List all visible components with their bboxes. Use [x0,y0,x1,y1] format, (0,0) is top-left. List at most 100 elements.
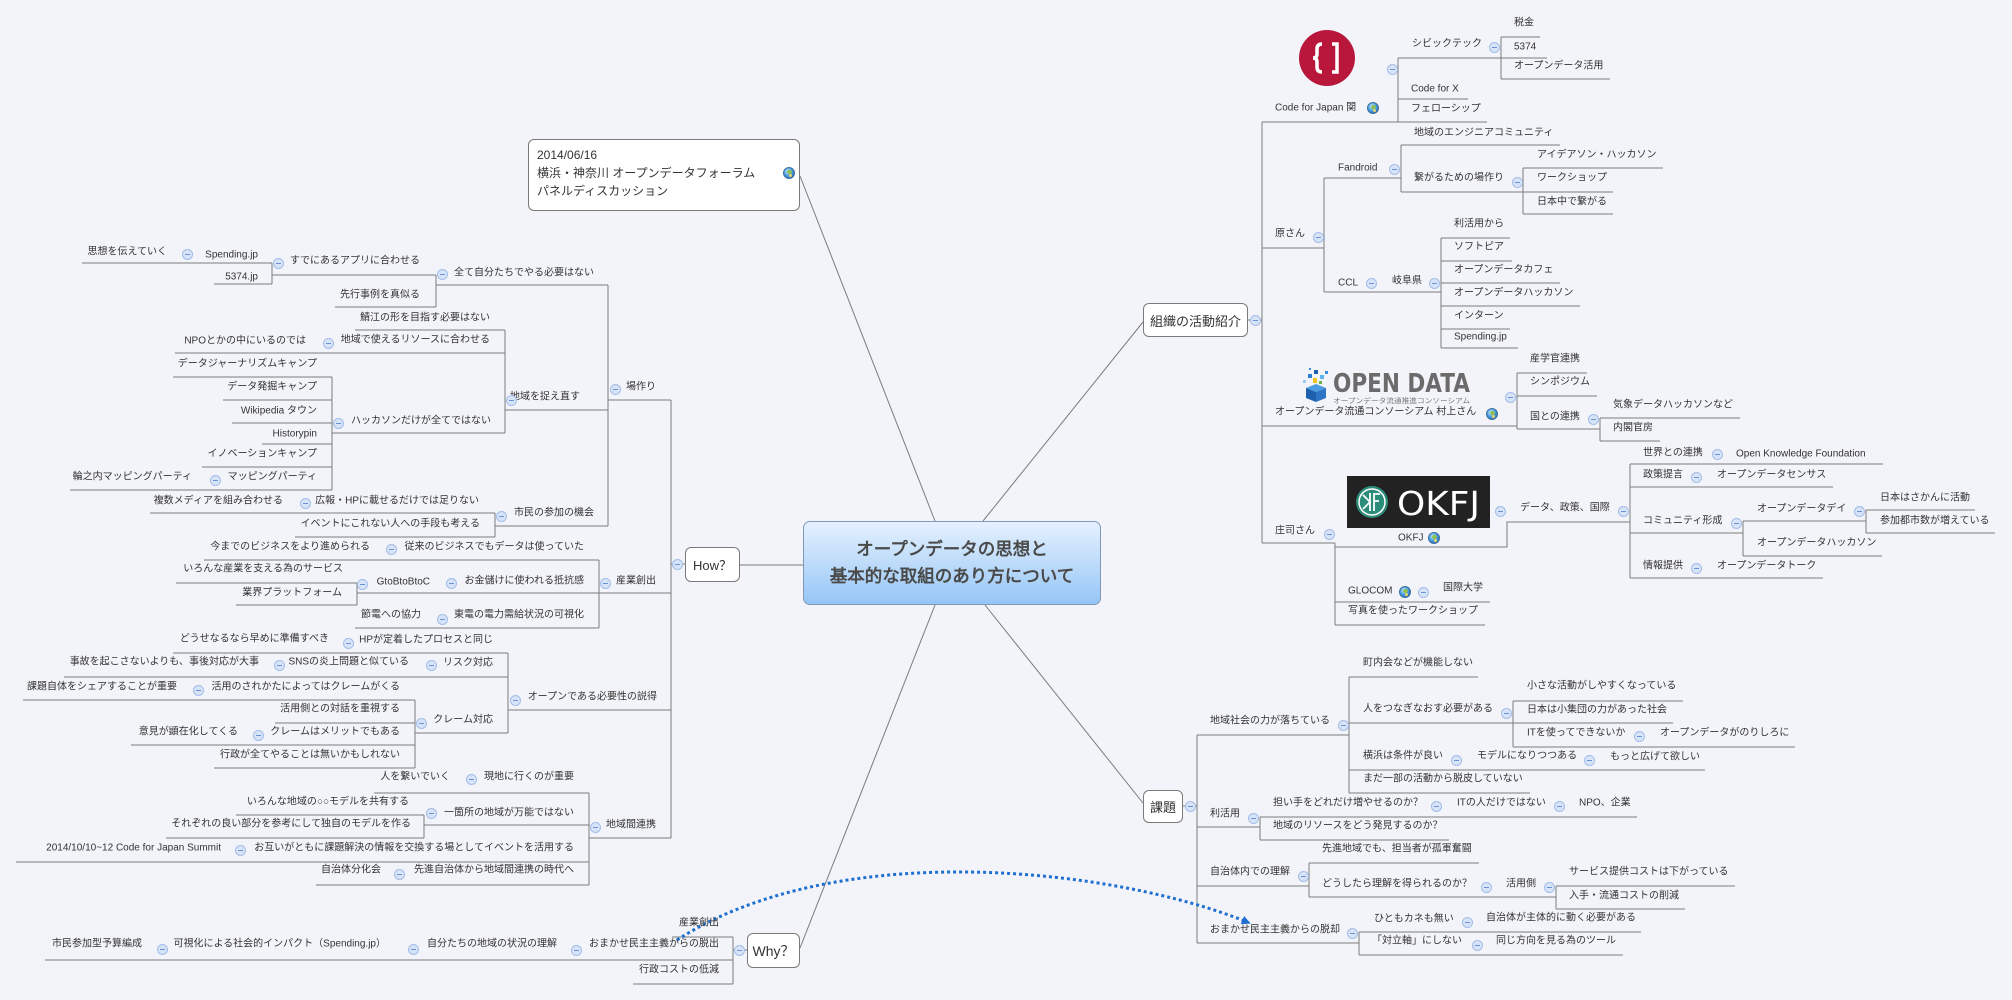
topic[interactable]: データ発掘キャンプ [227,381,317,393]
topic[interactable]: 産業創出 [616,575,656,587]
topic[interactable]: 町内会などが機能しない [1363,657,1473,669]
globe-icon[interactable] [1428,532,1440,544]
topic[interactable]: 参加都市数が増えている [1880,515,1990,527]
topic[interactable]: 現地に行くのが重要 [484,771,574,783]
topic[interactable]: Spending.jp [205,249,258,261]
collapse-button[interactable] [192,684,204,696]
collapse-button[interactable] [1690,562,1702,574]
topic[interactable]: Code for X [1411,83,1459,95]
topic[interactable]: Spending.jp [1454,331,1507,343]
topic[interactable]: お互いがともに課題解決の情報を交換する場としてイベントを活用する [254,842,574,854]
central-topic[interactable]: オープンデータの思想と 基本的な取組のあり方について [803,521,1101,605]
topic[interactable]: 小さな活動がしやすくなっている [1527,680,1677,692]
collapse-button[interactable] [299,497,311,509]
topic[interactable]: 地域のエンジニアコミュニティ [1414,127,1554,139]
collapse-button[interactable] [1543,881,1555,893]
topic[interactable]: オープンデータカフェ [1454,264,1554,276]
topic[interactable]: 繋がるための場作り [1414,172,1504,184]
topic-okfj[interactable]: OKFJ [1398,532,1424,544]
topic[interactable]: 今までのビジネスをより進められる [210,541,370,553]
collapse-button[interactable] [465,773,477,785]
topic[interactable]: 日本中で繋がる [1537,196,1607,208]
collapse-button[interactable] [733,944,745,956]
topic[interactable]: アイデアソン・ハッカソン [1537,149,1657,161]
collapse-button[interactable] [609,383,621,395]
topic[interactable]: 世界との連携 [1643,447,1703,459]
collapse-button[interactable] [1583,754,1595,766]
topic[interactable]: 従来のビジネスでもデータは使っていた [404,541,585,553]
collapse-button[interactable] [1488,41,1500,53]
topic[interactable]: シンポジウム [1530,376,1590,388]
globe-icon[interactable] [1367,102,1379,114]
topic[interactable]: ワークショップ [1537,172,1607,184]
topic[interactable]: お金儲けに使われる抵抗感 [464,575,585,587]
collapse-button[interactable] [1346,927,1358,939]
topic[interactable]: サービス提供コストは下がっている [1569,866,1729,878]
topic[interactable]: 人を繋いでいく [380,771,450,783]
topic[interactable]: リスク対応 [443,657,493,669]
topic[interactable]: どうせなるなら早めに準備すべき [179,633,329,645]
topic[interactable]: 同じ方向を見る為のツール [1496,935,1616,947]
topic[interactable]: 活用のされかたによってはクレームがくる [211,681,401,693]
collapse-button[interactable] [1323,528,1335,540]
topic[interactable]: 東電の電力需給状況の可視化 [454,609,584,621]
topic[interactable]: 地域で使えるリソースに合わせる [340,334,490,346]
topic[interactable]: 5374.jp [225,271,258,283]
topic[interactable]: オープンデータトーク [1717,560,1817,572]
topic[interactable]: 人をつなぎなおす必要がある [1363,703,1493,715]
topic[interactable]: 利活用から [1454,218,1504,230]
topic[interactable]: 国との連携 [1530,411,1580,423]
topic[interactable]: 税金 [1514,17,1534,29]
topic[interactable]: 地域社会の力が落ちている [1210,715,1330,727]
topic[interactable]: Wikipedia タウン [240,405,317,417]
topic[interactable]: 横浜は条件が良い [1363,750,1443,762]
topic[interactable]: 広報・HPに載せるだけでは足りない [315,495,479,507]
collapse-button[interactable] [1461,916,1473,928]
topic[interactable]: 一箇所の地域が万能ではない [444,807,574,819]
collapse-button[interactable] [1633,730,1645,742]
collapse-button[interactable] [342,637,354,649]
topic[interactable]: おまかせ民主主義からの脱却 [1210,924,1340,936]
topic[interactable]: 鯖江の形を目指す必要はない [360,312,490,324]
topic[interactable]: 自治体内での理解 [1210,866,1290,878]
topic[interactable]: 複数メディアを組み合わせる [153,495,283,507]
topic[interactable]: おまかせ民主主義からの脱出 [589,938,719,950]
topic[interactable]: イノベーションキャンプ [207,448,318,460]
topic[interactable]: 2014/10/10~12 Code for Japan Summit [46,842,221,854]
topic[interactable]: 写真を使ったワークショップ [1348,605,1478,617]
collapse-button[interactable] [1337,719,1349,731]
topic[interactable]: 意見が顕在化してくる [138,726,238,738]
topic[interactable]: ハッカソンだけが全てではない [351,415,491,427]
topic[interactable]: 地域間連携 [606,819,656,831]
topic[interactable]: 日本はさかんに活動 [1880,492,1970,504]
topic[interactable]: オープンデータセンサス [1717,469,1827,481]
collapse-button[interactable] [393,868,405,880]
collapse-button[interactable] [1388,163,1400,175]
topic[interactable]: 自治体分化会 [321,864,381,876]
topic[interactable]: マッピングパーティ [227,471,317,483]
collapse-button[interactable] [1365,277,1377,289]
topic[interactable]: オープンデータ活用 [1514,60,1604,72]
collapse-button[interactable] [1553,800,1565,812]
topic[interactable]: コミュニティ形成 [1643,515,1723,527]
topic[interactable]: もっと広げて欲しい [1610,751,1700,763]
collapse-button[interactable] [1853,505,1865,517]
topic[interactable]: 市民参加型予算編成 [52,938,142,950]
main-topic-event-info[interactable]: 2014/06/16 横浜・神奈川 オープンデータフォーラム パネルディスカッシ… [528,139,800,211]
collapse-button[interactable] [252,729,264,741]
globe-icon[interactable] [1399,586,1411,598]
collapse-button[interactable] [589,821,601,833]
collapse-button[interactable] [425,807,437,819]
topic[interactable]: 全て自分たちでやる必要はない [454,267,594,279]
collapse-button[interactable] [1312,231,1324,243]
topic[interactable]: オープンデータデイ [1757,503,1847,515]
collapse-button[interactable] [505,394,517,406]
collapse-button[interactable] [415,717,427,729]
topic[interactable]: どうしたら理解を得られるのか？ [1322,878,1472,890]
topic[interactable]: 岐阜県 [1392,275,1422,287]
collapse-button[interactable] [509,694,521,706]
globe-icon[interactable] [783,167,795,179]
collapse-button[interactable] [671,558,683,570]
collapse-button[interactable] [1617,505,1629,517]
